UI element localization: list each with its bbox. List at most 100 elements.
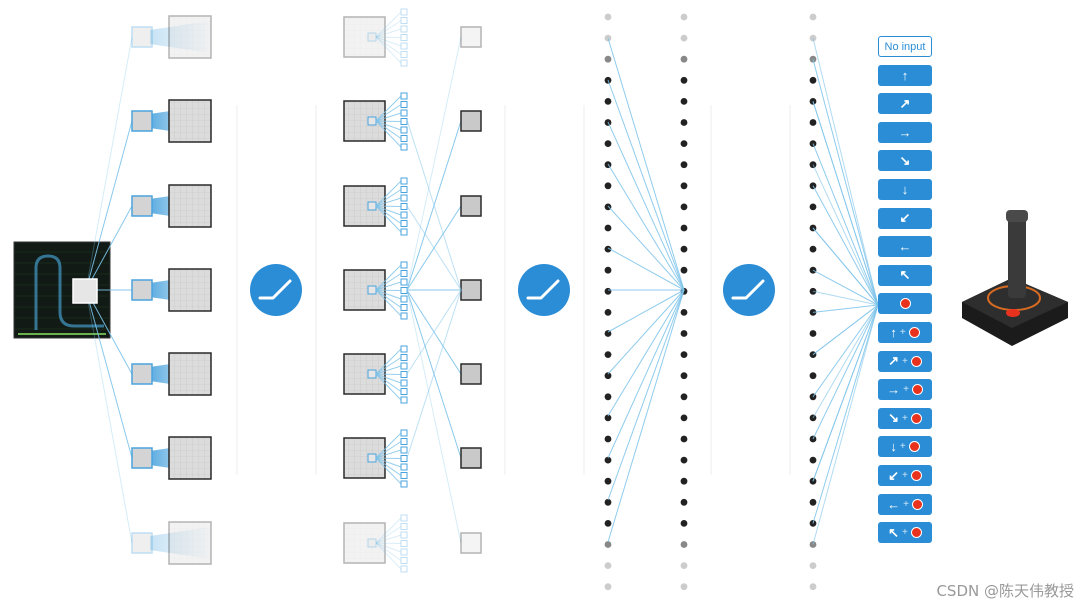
- hidden-neuron: [604, 456, 612, 464]
- kernel-connection-line: [375, 28, 402, 38]
- hidden-neuron: [680, 203, 688, 211]
- feature-map: [343, 16, 386, 58]
- kernel-output-node: [400, 42, 408, 50]
- hidden-neuron: [680, 520, 688, 527]
- dense-connection-line: [607, 289, 685, 375]
- output-connection-line: [812, 185, 879, 306]
- dense-connection-line: [607, 247, 685, 291]
- relu-activation-icon: [723, 264, 775, 316]
- arrow-icon: →: [887, 382, 901, 398]
- action-button: ←+: [878, 493, 932, 515]
- hidden-neuron: [604, 414, 612, 422]
- feature-map: [168, 268, 212, 312]
- dense-connection-line: [607, 289, 685, 333]
- hidden-neuron: [680, 541, 688, 548]
- hidden-neuron: [604, 330, 612, 337]
- arrow-icon: ↓: [901, 182, 909, 197]
- conv-kernel: [367, 32, 377, 42]
- kernel-connection-line: [375, 373, 402, 392]
- kernel-connection-line: [375, 542, 402, 544]
- fire-button-icon: [908, 327, 920, 338]
- relu-activation-icon: [250, 264, 302, 316]
- hidden-neuron: [809, 330, 817, 337]
- plus-sign: +: [902, 527, 908, 539]
- joystick-icon: [962, 210, 1068, 346]
- kernel-output-node: [400, 8, 408, 16]
- kernel-connection-line: [375, 457, 402, 476]
- arrow-icon: ←: [898, 239, 912, 255]
- arrow-icon: ↙: [899, 210, 911, 226]
- plus-sign: +: [903, 384, 909, 396]
- kernel-output-node: [400, 379, 408, 387]
- kernel-connection-line: [375, 373, 402, 384]
- hidden-neuron: [680, 140, 688, 148]
- kernel-output-node: [400, 548, 408, 556]
- kernel-output-node: [400, 396, 408, 404]
- conv2-connection-line: [406, 289, 462, 544]
- arrow-icon: ↓: [890, 439, 897, 455]
- hidden-neuron: [604, 520, 612, 527]
- fire-button-icon: [910, 470, 922, 481]
- arrow-icon: ↗: [888, 353, 900, 369]
- hidden-neuron: [680, 119, 688, 126]
- kernel-connection-line: [375, 373, 402, 401]
- kernel-output-node: [400, 261, 408, 269]
- arrow-icon: ↘: [899, 152, 911, 168]
- conv-kernel: [367, 285, 377, 295]
- kernel-output-node: [400, 186, 408, 193]
- conv-filter-patch: [131, 110, 153, 132]
- kernel-connection-line: [375, 104, 402, 122]
- kernel-output-node: [400, 472, 408, 479]
- arrow-icon: ↑: [901, 67, 909, 83]
- plus-sign: +: [899, 327, 906, 338]
- hidden-neuron: [604, 266, 612, 274]
- kernel-output-node: [400, 362, 408, 370]
- dense-connection-line: [607, 289, 685, 417]
- hidden-neuron: [680, 34, 688, 42]
- kernel-output-node: [400, 17, 408, 24]
- action-button: ↓+: [878, 436, 932, 458]
- action-button: [878, 293, 932, 315]
- kernel-output-node: [400, 429, 408, 437]
- hidden-neuron: [680, 393, 688, 401]
- output-connection-line: [812, 59, 879, 306]
- output-connection-line: [812, 304, 879, 355]
- arrow-icon: ←: [887, 496, 901, 512]
- hidden-neuron: [604, 140, 612, 148]
- action-button: ↙: [878, 207, 932, 229]
- feature-map: [168, 352, 212, 396]
- output-connection-line: [812, 227, 879, 306]
- kernel-output-node: [400, 143, 408, 151]
- kernel-output-node: [400, 126, 408, 134]
- conv-filter-patch: [131, 195, 153, 217]
- kernel-connection-line: [375, 357, 402, 375]
- conv-filter-patch: [131, 26, 153, 48]
- kernel-connection-line: [375, 441, 402, 459]
- kernel-output-node: [400, 51, 408, 58]
- conv2-output-unit: [460, 279, 482, 301]
- input-connection-line: [85, 289, 133, 459]
- input-connection-line: [85, 205, 133, 291]
- kernel-output-node: [400, 135, 408, 142]
- kernel-output-node: [400, 531, 408, 539]
- plus-sign: +: [902, 355, 908, 367]
- kernel-output-node: [400, 388, 408, 395]
- hidden-neuron: [809, 203, 817, 211]
- kernel-output-node: [400, 480, 408, 488]
- hidden-neuron: [680, 330, 688, 337]
- hidden-neuron: [680, 372, 688, 380]
- hidden-neuron: [809, 55, 817, 63]
- fire-button-icon: [911, 384, 923, 396]
- kernel-output-node: [400, 34, 408, 41]
- action-button: ↓: [878, 179, 932, 200]
- output-connection-line: [812, 37, 879, 306]
- dense-connection-line: [607, 37, 685, 291]
- fire-button-icon: [908, 441, 920, 453]
- hidden-neuron: [604, 224, 612, 232]
- kernel-output-node: [400, 540, 408, 547]
- conv-kernel: [367, 116, 377, 126]
- kernel-connection-line: [375, 36, 402, 55]
- kernel-connection-line: [375, 373, 402, 375]
